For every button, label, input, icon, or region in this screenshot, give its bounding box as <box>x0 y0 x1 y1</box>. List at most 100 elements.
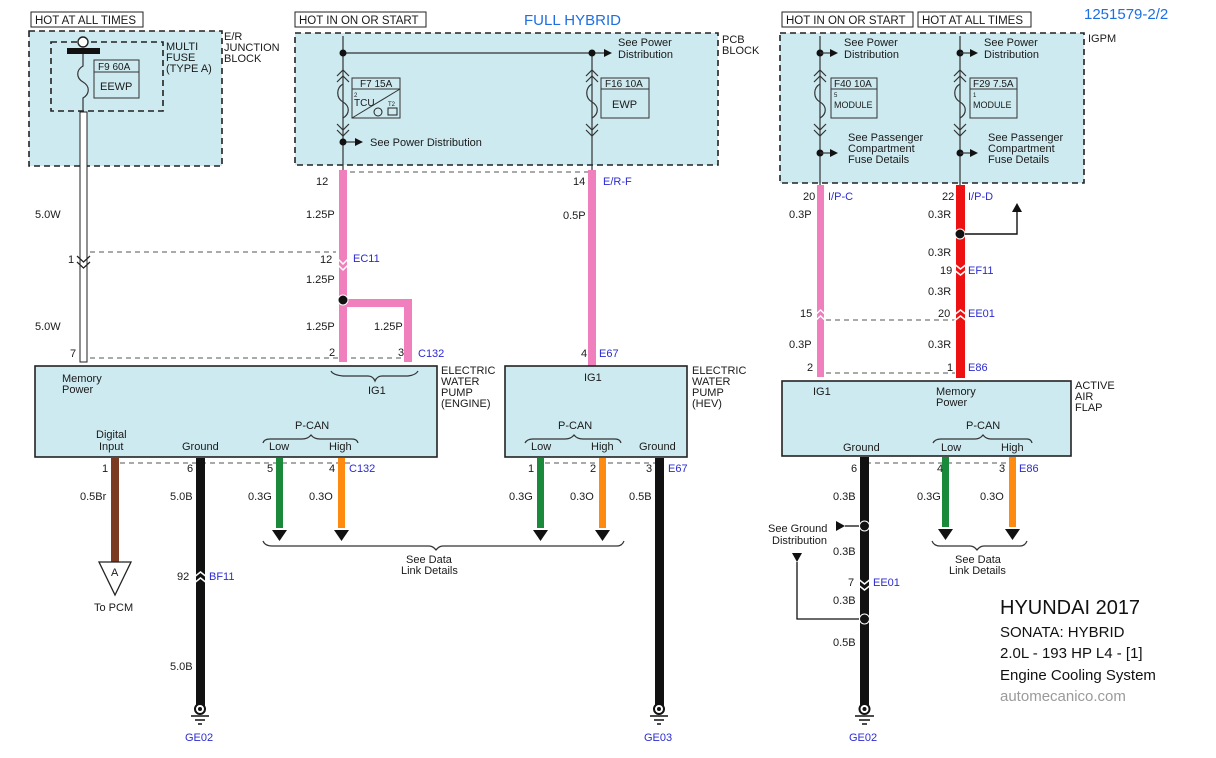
connector-ee01: EE01 <box>968 308 995 320</box>
see-power-ref[interactable]: Distribution <box>984 49 1039 61</box>
svg-text:0.3P: 0.3P <box>789 339 812 351</box>
svg-text:12: 12 <box>316 176 328 188</box>
multifuse-label: FUSE <box>166 52 195 64</box>
vehicle-info: HYUNDAI 2017 SONATA: HYBRID 2.0L - 193 H… <box>1000 597 1156 705</box>
see-power-ref[interactable]: See Power <box>984 37 1038 49</box>
electric-water-pump-engine[interactable]: Memory Power IG1 Digital Input Ground P-… <box>34 365 495 458</box>
svg-text:PUMP: PUMP <box>441 387 473 399</box>
see-passenger-ref[interactable]: Fuse Details <box>988 154 1050 166</box>
er-junction-block: HOT AT ALL TIMES E/R JUNCTION BLOCK MULT… <box>28 11 280 167</box>
svg-text:0.3P: 0.3P <box>789 209 812 221</box>
arrow-down-icon <box>334 530 349 541</box>
to-pcm-reference[interactable]: A To PCM <box>94 561 133 614</box>
svg-text:Link Details: Link Details <box>949 565 1006 577</box>
wire-engine-pcan-high[interactable]: 4 0.3O C132 <box>309 458 375 541</box>
connector-e86: E86 <box>968 362 988 374</box>
svg-text:Ground: Ground <box>182 441 219 453</box>
wire-engine-pcan-low[interactable]: 5 0.3G <box>248 458 287 541</box>
svg-text:(HEV): (HEV) <box>692 398 722 410</box>
svg-text:1.25P: 1.25P <box>306 321 335 333</box>
svg-text:Memory: Memory <box>62 373 102 385</box>
svg-text:7: 7 <box>70 348 76 360</box>
see-ground-distribution-ref[interactable]: See Ground Distribution <box>768 521 859 620</box>
svg-text:19: 19 <box>940 265 952 277</box>
see-power-ref[interactable]: See Power <box>618 37 672 49</box>
fuse-f9 <box>93 59 140 99</box>
see-passenger-ref[interactable]: Compartment <box>848 143 915 155</box>
page-number: 1251579-2/2 <box>1084 6 1168 23</box>
connector-ec11: EC11 <box>353 253 380 265</box>
svg-text:IG1: IG1 <box>813 386 831 398</box>
fuse-icon <box>954 83 966 119</box>
wire-0-5br[interactable]: 1 0.5Br <box>80 458 119 563</box>
wire-aaf-pcan-low[interactable]: 4 0.3G <box>917 457 953 540</box>
wire-hev-pcan-low[interactable]: 1 0.3G <box>509 458 548 541</box>
connector-ef11: EF11 <box>968 265 993 277</box>
svg-text:1.25P: 1.25P <box>374 321 403 333</box>
svg-text:E67: E67 <box>668 463 688 475</box>
wire-5-0b[interactable]: 6 5.0B 92 BF11 5.0B <box>170 458 234 708</box>
fuse-icon <box>77 54 89 112</box>
pcb-block-name: PCB <box>722 34 745 46</box>
wire-hev-pcan-high[interactable]: 2 0.3O <box>570 458 610 541</box>
svg-text:20: 20 <box>803 191 815 203</box>
see-data-link-ref-left[interactable]: See Data Link Details <box>262 540 625 577</box>
svg-text:0.3R: 0.3R <box>928 339 951 351</box>
svg-text:See Data: See Data <box>406 554 453 566</box>
svg-text:0.3O: 0.3O <box>980 491 1004 503</box>
svg-text:20: 20 <box>938 308 950 320</box>
er-block-name: BLOCK <box>224 53 262 65</box>
svg-text:IG1: IG1 <box>368 385 386 397</box>
er-block-name: JUNCTION <box>224 42 280 54</box>
svg-text:See Ground: See Ground <box>768 523 827 535</box>
see-data-link-ref-right[interactable]: See Data Link Details <box>931 540 1028 577</box>
svg-text:1: 1 <box>68 254 74 266</box>
igpm-block-name: IGPM <box>1088 33 1116 45</box>
wire-1-25p[interactable]: 12 1.25P 12 EC11 1.25P 1.25P 1.25P 2 3 C… <box>306 170 444 362</box>
see-power-ref[interactable]: See Power <box>844 37 898 49</box>
svg-text:0.3G: 0.3G <box>509 491 533 503</box>
see-passenger-ref[interactable]: Fuse Details <box>848 154 910 166</box>
svg-text:4: 4 <box>937 463 943 475</box>
see-passenger-ref[interactable]: See Passenger <box>848 132 924 144</box>
fuse-f16-id: F16 10A <box>605 79 643 90</box>
multifuse-outline <box>50 41 164 112</box>
see-passenger-ref[interactable]: See Passenger <box>988 132 1064 144</box>
svg-text:E86: E86 <box>1019 463 1039 475</box>
svg-text:0.5P: 0.5P <box>563 210 586 222</box>
see-power-ref[interactable]: Distribution <box>844 49 899 61</box>
svg-text:2: 2 <box>329 347 335 359</box>
wire-0-3p[interactable]: 20 I/P-C 0.3P 15 0.3P 2 <box>789 185 853 377</box>
wire-5-0w[interactable]: 5.0W 1 5.0W 7 <box>35 111 91 363</box>
arrow-down-icon <box>1005 529 1020 540</box>
see-power-ref[interactable]: Distribution <box>618 49 673 61</box>
wire-aaf-pcan-high[interactable]: 3 E86 0.3O <box>980 457 1039 540</box>
arrow-down-icon <box>595 530 610 541</box>
svg-text:MODULE: MODULE <box>834 100 873 110</box>
svg-text:2: 2 <box>807 362 813 374</box>
wire-hev-ground[interactable]: 3 E67 0.5B <box>629 458 688 708</box>
wire-0-5p[interactable]: 14 E/R-F 0.5P 4 E67 <box>563 170 632 368</box>
svg-text:See Data: See Data <box>955 554 1002 566</box>
svg-text:15: 15 <box>800 308 812 320</box>
ground-ge03: GE03 <box>644 703 672 744</box>
svg-text:5: 5 <box>834 93 838 99</box>
wire-aaf-ground[interactable]: 6 0.3B 0.3B 7 EE01 0.3B 0.5B <box>833 457 900 709</box>
svg-text:1: 1 <box>102 463 108 475</box>
svg-text:(ENGINE): (ENGINE) <box>441 398 491 410</box>
er-block-name: E/R <box>224 31 242 43</box>
see-power-ref[interactable]: See Power Distribution <box>370 137 482 149</box>
active-air-flap[interactable]: IG1 Memory Power P-CAN Low High Ground A… <box>781 380 1115 457</box>
wire-0-3r[interactable]: 22 I/P-D 0.3R 0.3R 19 EF11 0.3R 20 EE01 … <box>928 185 1022 378</box>
svg-text:1: 1 <box>528 463 534 475</box>
svg-text:5.0B: 5.0B <box>170 661 193 673</box>
svg-text:MODULE: MODULE <box>973 100 1012 110</box>
offpage-connector-icon <box>97 561 133 597</box>
see-passenger-ref[interactable]: Compartment <box>988 143 1055 155</box>
svg-text:FLAP: FLAP <box>1075 402 1103 414</box>
fuse-f7-id: F7 15A <box>360 79 393 90</box>
electric-water-pump-hev[interactable]: IG1 P-CAN Low High Ground ELECTRIC WATER… <box>504 365 746 458</box>
arrow-icon <box>355 138 363 146</box>
fuse-f16 <box>600 77 650 119</box>
arrow-down-icon <box>533 530 548 541</box>
